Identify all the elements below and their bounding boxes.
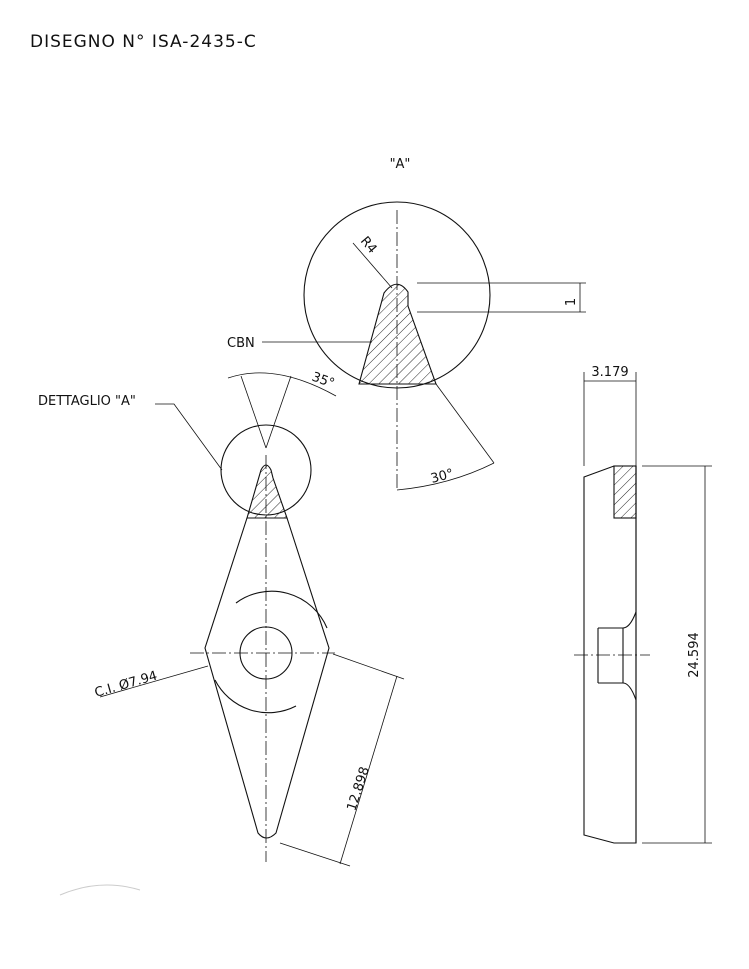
angle-30-arc [396,462,495,491]
insert-outline [204,517,330,839]
insert-side-view: 3.179 24.594 [574,365,712,844]
drawing-number-title: DISEGNO N° ISA-2435-C [30,32,257,52]
ci-leader [99,665,209,698]
detail-callout-label: DETTAGLIO "A" [38,394,136,409]
radius-label: R4 [357,234,380,257]
angle-35-left-line [240,375,267,449]
angle-lower-label: 30° [429,466,455,486]
angle-30-extension [435,383,495,464]
thickness-label: 3.179 [591,365,628,380]
inscribed-circle-label: C.I. Ø7.94 [93,669,159,701]
edge-dim-ext-bottom [279,842,351,867]
insert-cbn-tip [246,464,288,519]
clearance-arc-top [235,590,328,629]
edge-dim-line [339,675,398,865]
center-hole [239,626,293,680]
edge-length-label: 12.898 [345,765,373,813]
clearance-arc-bottom [214,679,297,714]
detail-a-view: "A" R4 1 CBN 30° [227,157,586,491]
tip-height-label: 1 [564,298,579,306]
side-cbn-section [613,465,637,519]
length-label: 24.594 [687,632,702,678]
angle-upper-label: 35° [310,370,337,392]
detail-callout-leader [155,403,223,471]
detail-view-label: "A" [390,157,411,172]
counterbore-top [598,611,637,629]
insert-top-view: 35° DETTAGLIO "A" C.I. Ø7.94 12.898 [38,370,405,867]
counterbore-bottom [598,682,637,701]
side-body-outline [583,465,637,844]
angle-35-right-line [265,375,292,449]
cbn-tip-section [358,283,437,385]
r4-leader [352,242,393,289]
angle-35-arc [227,372,337,397]
edge-dim-ext-top [332,653,405,680]
faint-mark [59,884,141,896]
material-label: CBN [227,336,255,351]
